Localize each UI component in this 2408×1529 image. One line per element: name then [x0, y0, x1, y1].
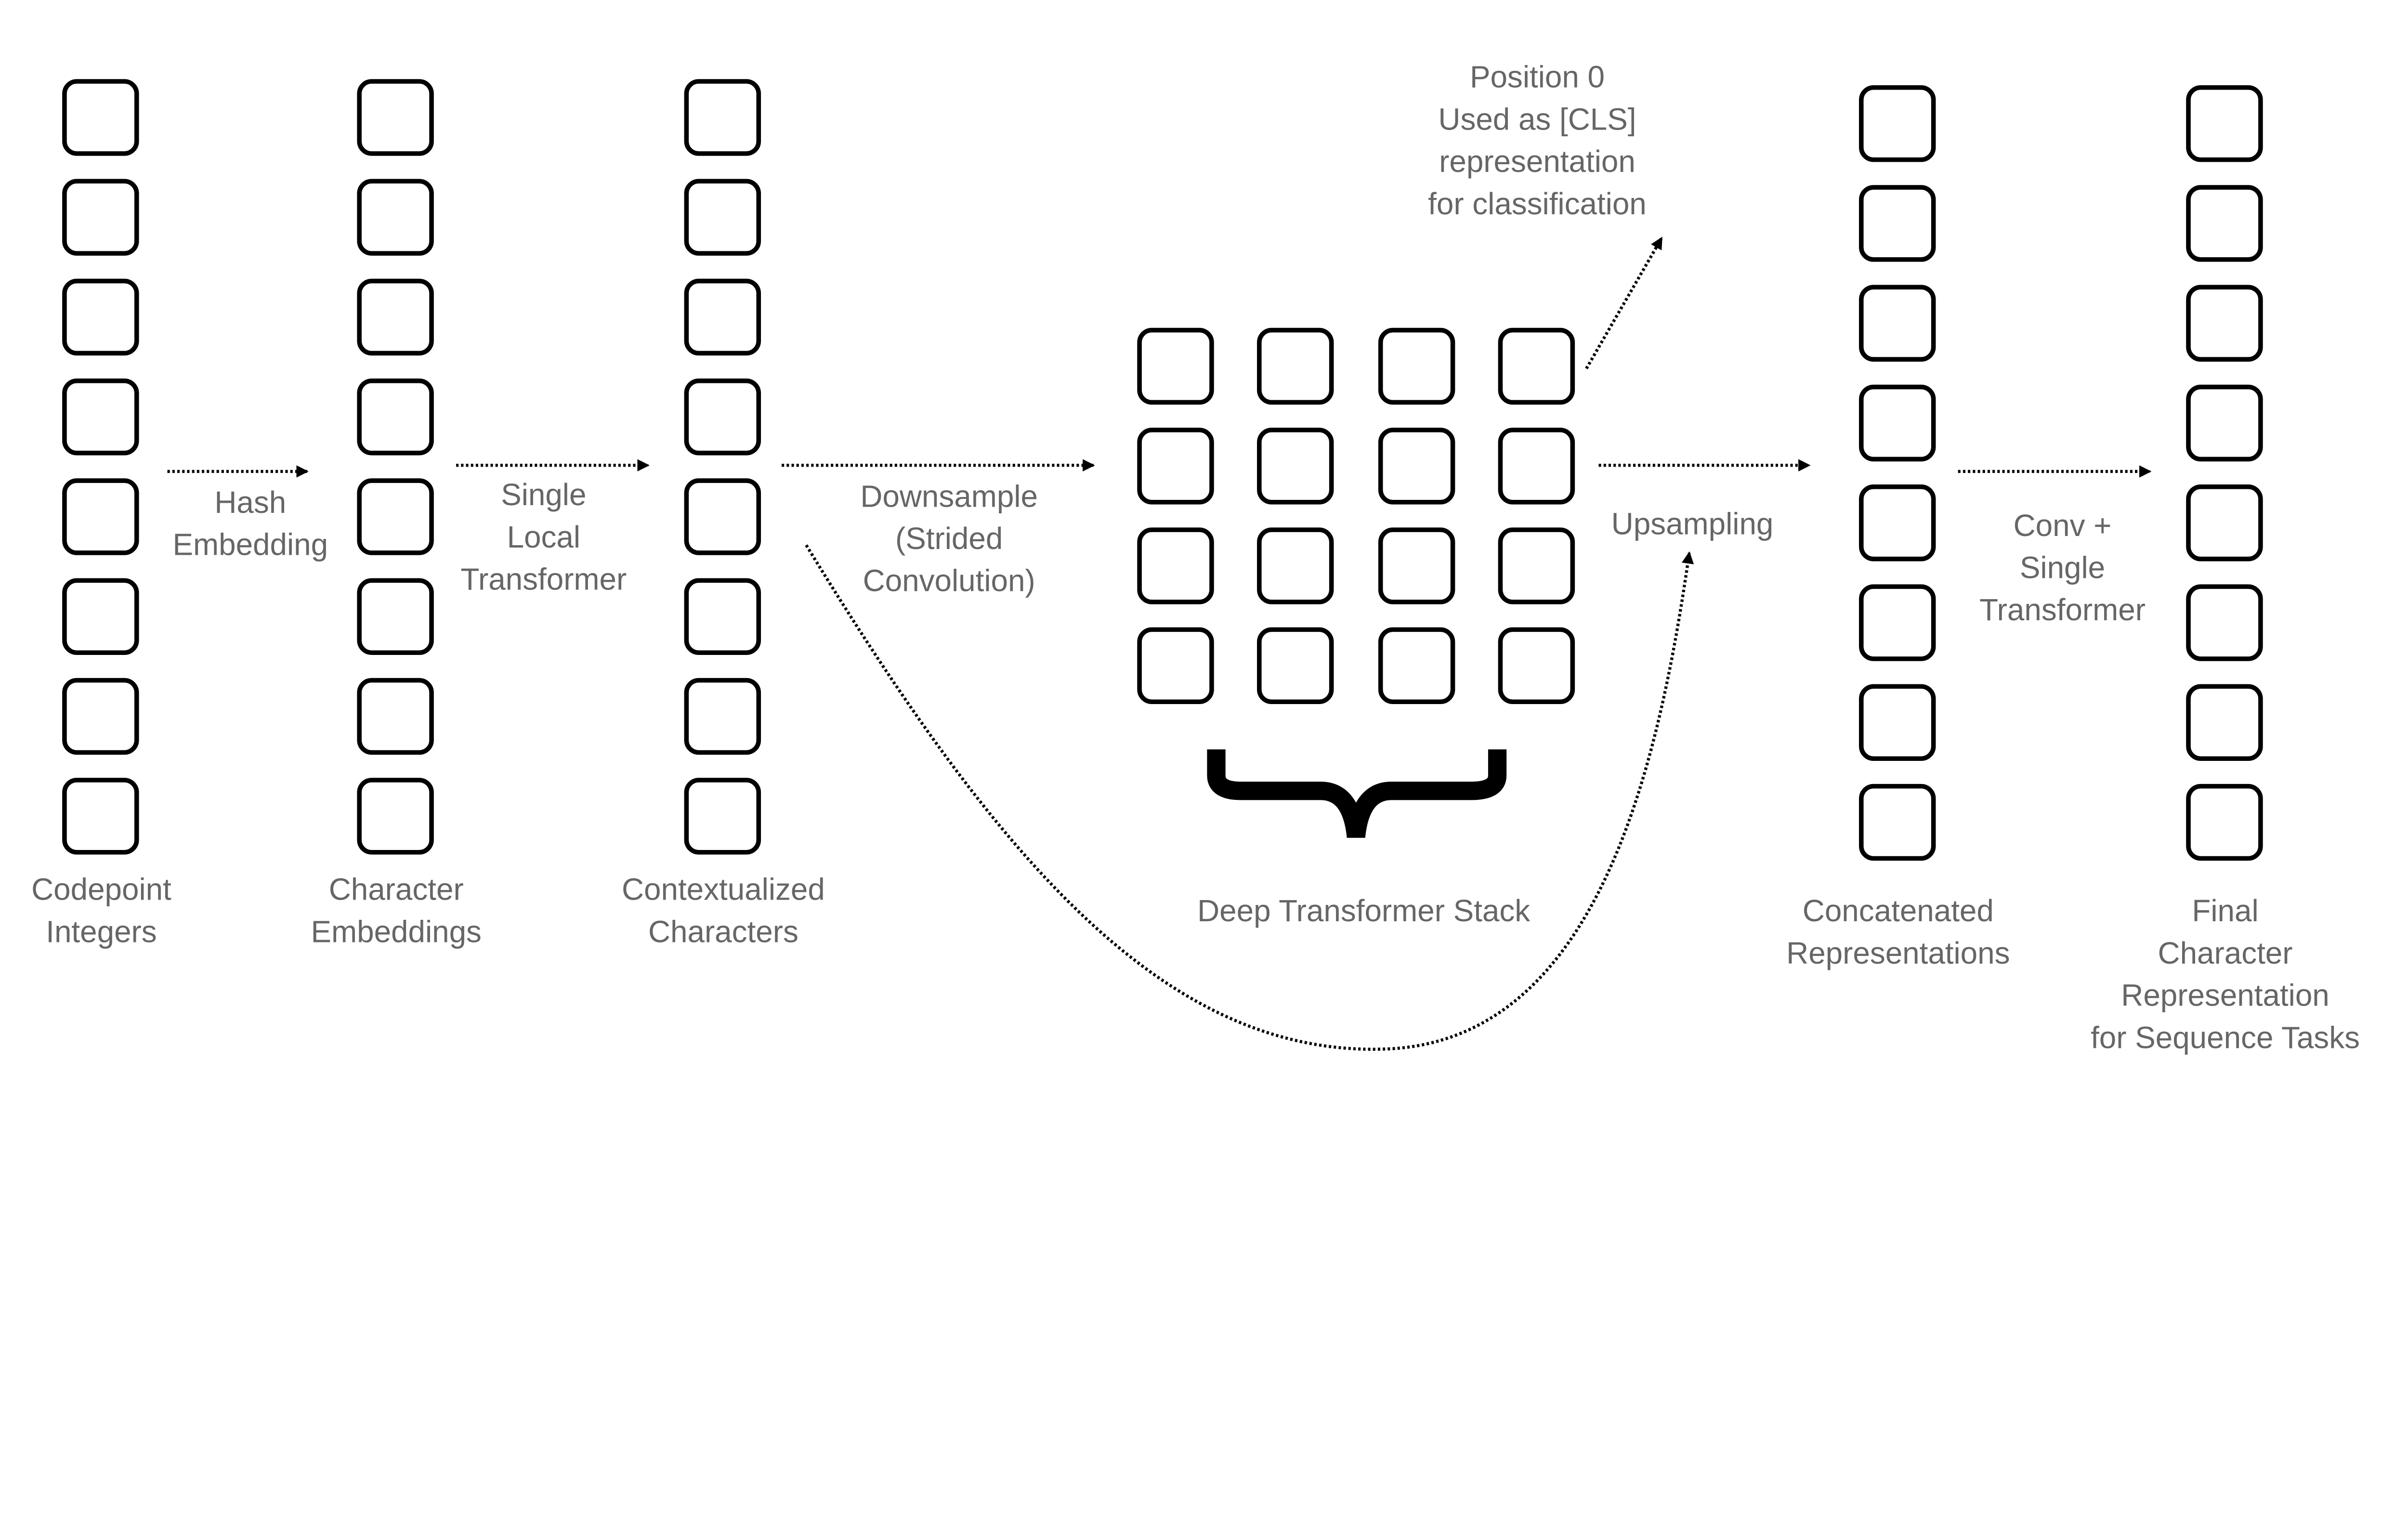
codepoint-vector-box — [62, 79, 139, 156]
label-character-embeddings: Embeddings — [311, 914, 481, 949]
label-single-local-transformer: Local — [507, 520, 580, 554]
contextual-vector-box — [684, 478, 761, 555]
label-group: CodepointIntegersCharacterEmbeddingsCont… — [31, 60, 2360, 1055]
char-emb-vector-box — [357, 179, 434, 256]
char-emb-vector-box — [357, 578, 434, 655]
concatenated-vector-box — [1859, 684, 1936, 761]
label-cls-position: Position 0 — [1470, 60, 1605, 94]
deep-stack-box — [1257, 428, 1334, 505]
char-emb-vector-box — [357, 778, 434, 855]
label-contextualized-characters: Contextualized — [622, 872, 825, 907]
contextual-vector-box — [684, 578, 761, 655]
deep-stack-box — [1137, 327, 1214, 405]
deep-stack-box — [1257, 627, 1334, 705]
label-single-local-transformer: Single — [501, 477, 586, 512]
contextual-vector-box — [684, 778, 761, 855]
label-final-character-representation: Final — [2192, 893, 2258, 928]
final-vector-box — [2186, 784, 2263, 861]
char-emb-vector-box — [357, 379, 434, 456]
codepoint-vector-box — [62, 179, 139, 256]
label-deep-transformer-stack: Deep Transformer Stack — [1197, 893, 1530, 928]
label-hash-embedding: Hash — [214, 485, 286, 520]
contextual-vector-box — [684, 379, 761, 456]
final-vector-box — [2186, 285, 2263, 362]
contextual-vector-box — [684, 79, 761, 156]
label-codepoint-integers: Codepoint — [31, 872, 171, 907]
label-final-character-representation: for Sequence Tasks — [2091, 1020, 2360, 1055]
label-codepoint-integers: Integers — [46, 914, 157, 949]
codepoint-vector-box — [62, 678, 139, 755]
label-upsampling: Upsampling — [1611, 507, 1774, 541]
deep-stack-box — [1378, 627, 1455, 705]
label-final-character-representation: Representation — [2121, 978, 2329, 1013]
char-emb-vector-box — [357, 79, 434, 156]
label-final-character-representation: Character — [2158, 936, 2293, 970]
label-downsample: Convolution) — [863, 563, 1035, 598]
label-character-embeddings: Character — [329, 872, 464, 907]
deep-stack-box — [1137, 428, 1214, 505]
deep-stack-box — [1498, 428, 1575, 505]
final-vector-box — [2186, 684, 2263, 761]
box-group — [62, 79, 2263, 861]
concatenated-vector-box — [1859, 784, 1936, 861]
label-conv-single-transformer: Single — [2020, 550, 2105, 585]
codepoint-vector-box — [62, 478, 139, 555]
deep-stack-box — [1257, 327, 1334, 405]
deep-stack-box — [1498, 527, 1575, 604]
deep-stack-box — [1257, 527, 1334, 604]
char-emb-vector-box — [357, 278, 434, 356]
diagram-canvas: CodepointIntegersCharacterEmbeddingsCont… — [31, 60, 2360, 1055]
label-cls-position: representation — [1439, 144, 1636, 179]
arrow-residual-curve — [805, 544, 1694, 1051]
label-concatenated-representations: Representations — [1786, 936, 2010, 970]
label-downsample: (Strided — [895, 521, 1003, 556]
deep-stack-box — [1498, 627, 1575, 705]
deep-stack-box — [1378, 428, 1455, 505]
concatenated-vector-box — [1859, 285, 1936, 362]
label-hash-embedding: Embedding — [172, 527, 328, 562]
char-emb-vector-box — [357, 478, 434, 555]
label-conv-single-transformer: Transformer — [1979, 592, 2146, 627]
final-vector-box — [2186, 384, 2263, 462]
final-vector-box — [2186, 185, 2263, 262]
concatenated-vector-box — [1859, 85, 1936, 162]
concatenated-vector-box — [1859, 484, 1936, 562]
deep-stack-box — [1498, 327, 1575, 405]
codepoint-vector-box — [62, 278, 139, 356]
final-vector-box — [2186, 85, 2263, 162]
char-emb-vector-box — [357, 678, 434, 755]
brace-deep-stack — [1207, 749, 1507, 838]
label-conv-single-transformer: Conv + — [2014, 508, 2112, 543]
deep-stack-box — [1137, 527, 1214, 604]
label-downsample: Downsample — [860, 479, 1038, 513]
deep-stack-box — [1137, 627, 1214, 705]
label-contextualized-characters: Characters — [648, 914, 798, 949]
concatenated-vector-box — [1859, 584, 1936, 661]
deep-stack-box — [1378, 527, 1455, 604]
contextual-vector-box — [684, 278, 761, 356]
concatenated-vector-box — [1859, 185, 1936, 262]
label-concatenated-representations: Concatenated — [1803, 893, 1994, 928]
codepoint-vector-box — [62, 578, 139, 655]
deep-stack-box — [1378, 327, 1455, 405]
label-cls-position: Used as [CLS] — [1438, 102, 1636, 136]
label-single-local-transformer: Transformer — [460, 562, 627, 596]
codepoint-vector-box — [62, 379, 139, 456]
codepoint-vector-box — [62, 778, 139, 855]
contextual-vector-box — [684, 678, 761, 755]
final-vector-box — [2186, 484, 2263, 562]
contextual-vector-box — [684, 179, 761, 256]
final-vector-box — [2186, 584, 2263, 661]
arrow-cls — [1585, 236, 1663, 369]
label-cls-position: for classification — [1428, 186, 1647, 221]
concatenated-vector-box — [1859, 384, 1936, 462]
